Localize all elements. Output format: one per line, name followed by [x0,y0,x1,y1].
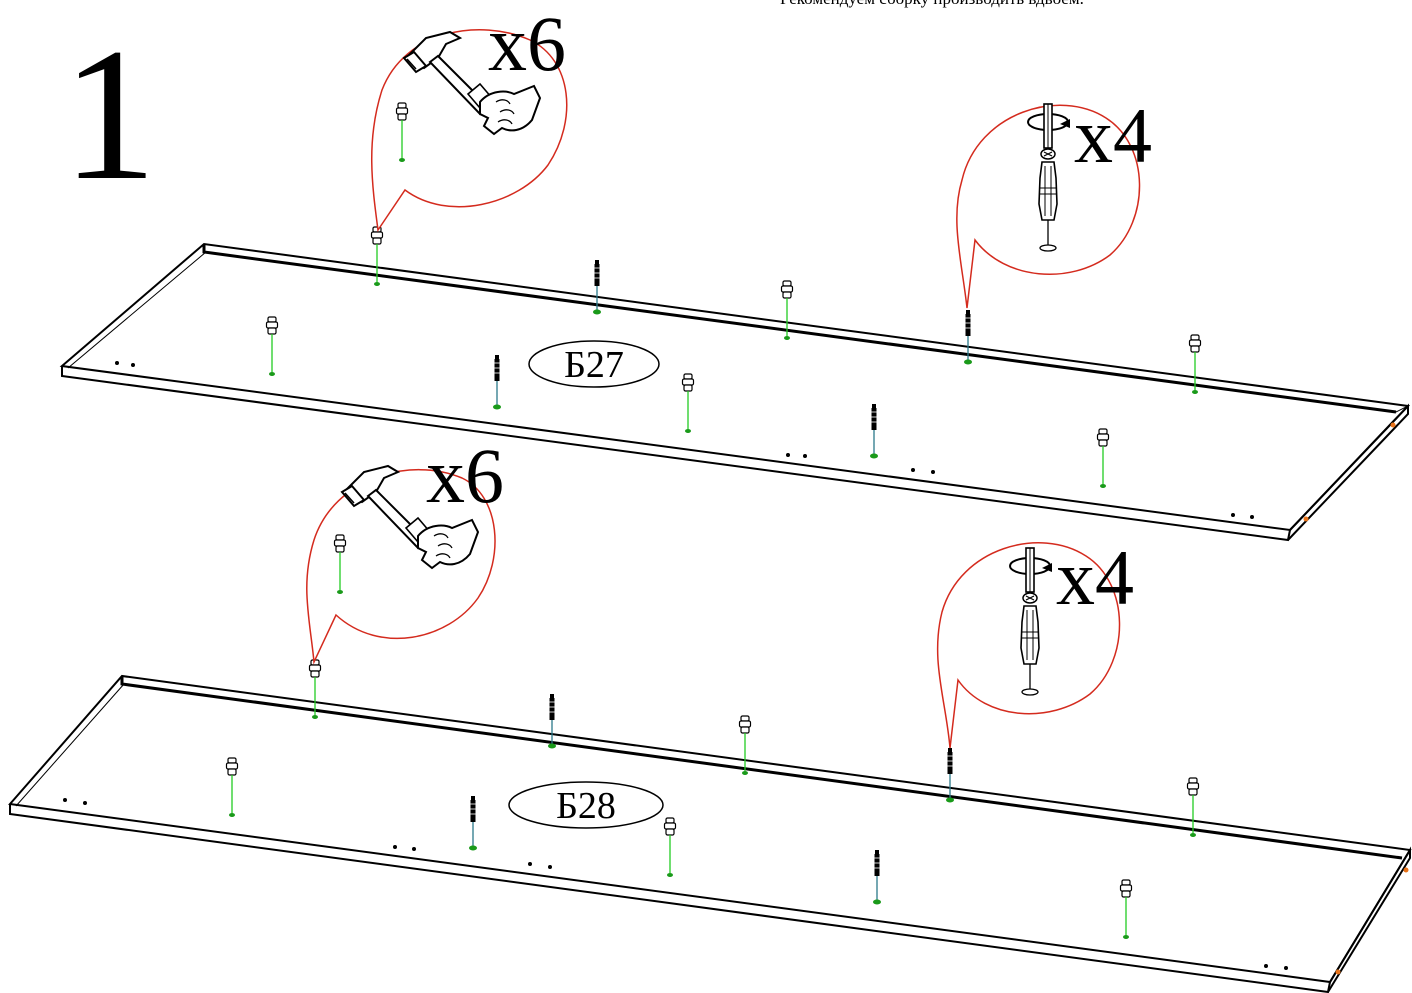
panel-label-oval [528,340,660,388]
assembly-note: Рекомендуем сборку производить вдвоем. [780,0,1084,8]
panel-b27: Б27 x6 x4 [59,0,1411,542]
step-number: 1 [62,10,157,220]
hammer-quantity: x6 [426,432,504,519]
screwdriver-quantity: x4 [1056,534,1134,621]
panel-label: Б27 [564,344,624,386]
panel-label: Б28 [556,785,616,827]
hammer-callout: x6 [306,432,504,665]
screwdriver-quantity: x4 [1074,92,1152,179]
panel-b28: Б28 x6 x4 [8,432,1412,993]
panel-label-oval [508,781,664,829]
screwdriver-callout: x4 [956,92,1152,309]
hammer-quantity: x6 [488,0,566,87]
screwdriver-callout: x4 [936,534,1134,749]
hammer-callout: x6 [371,0,568,233]
